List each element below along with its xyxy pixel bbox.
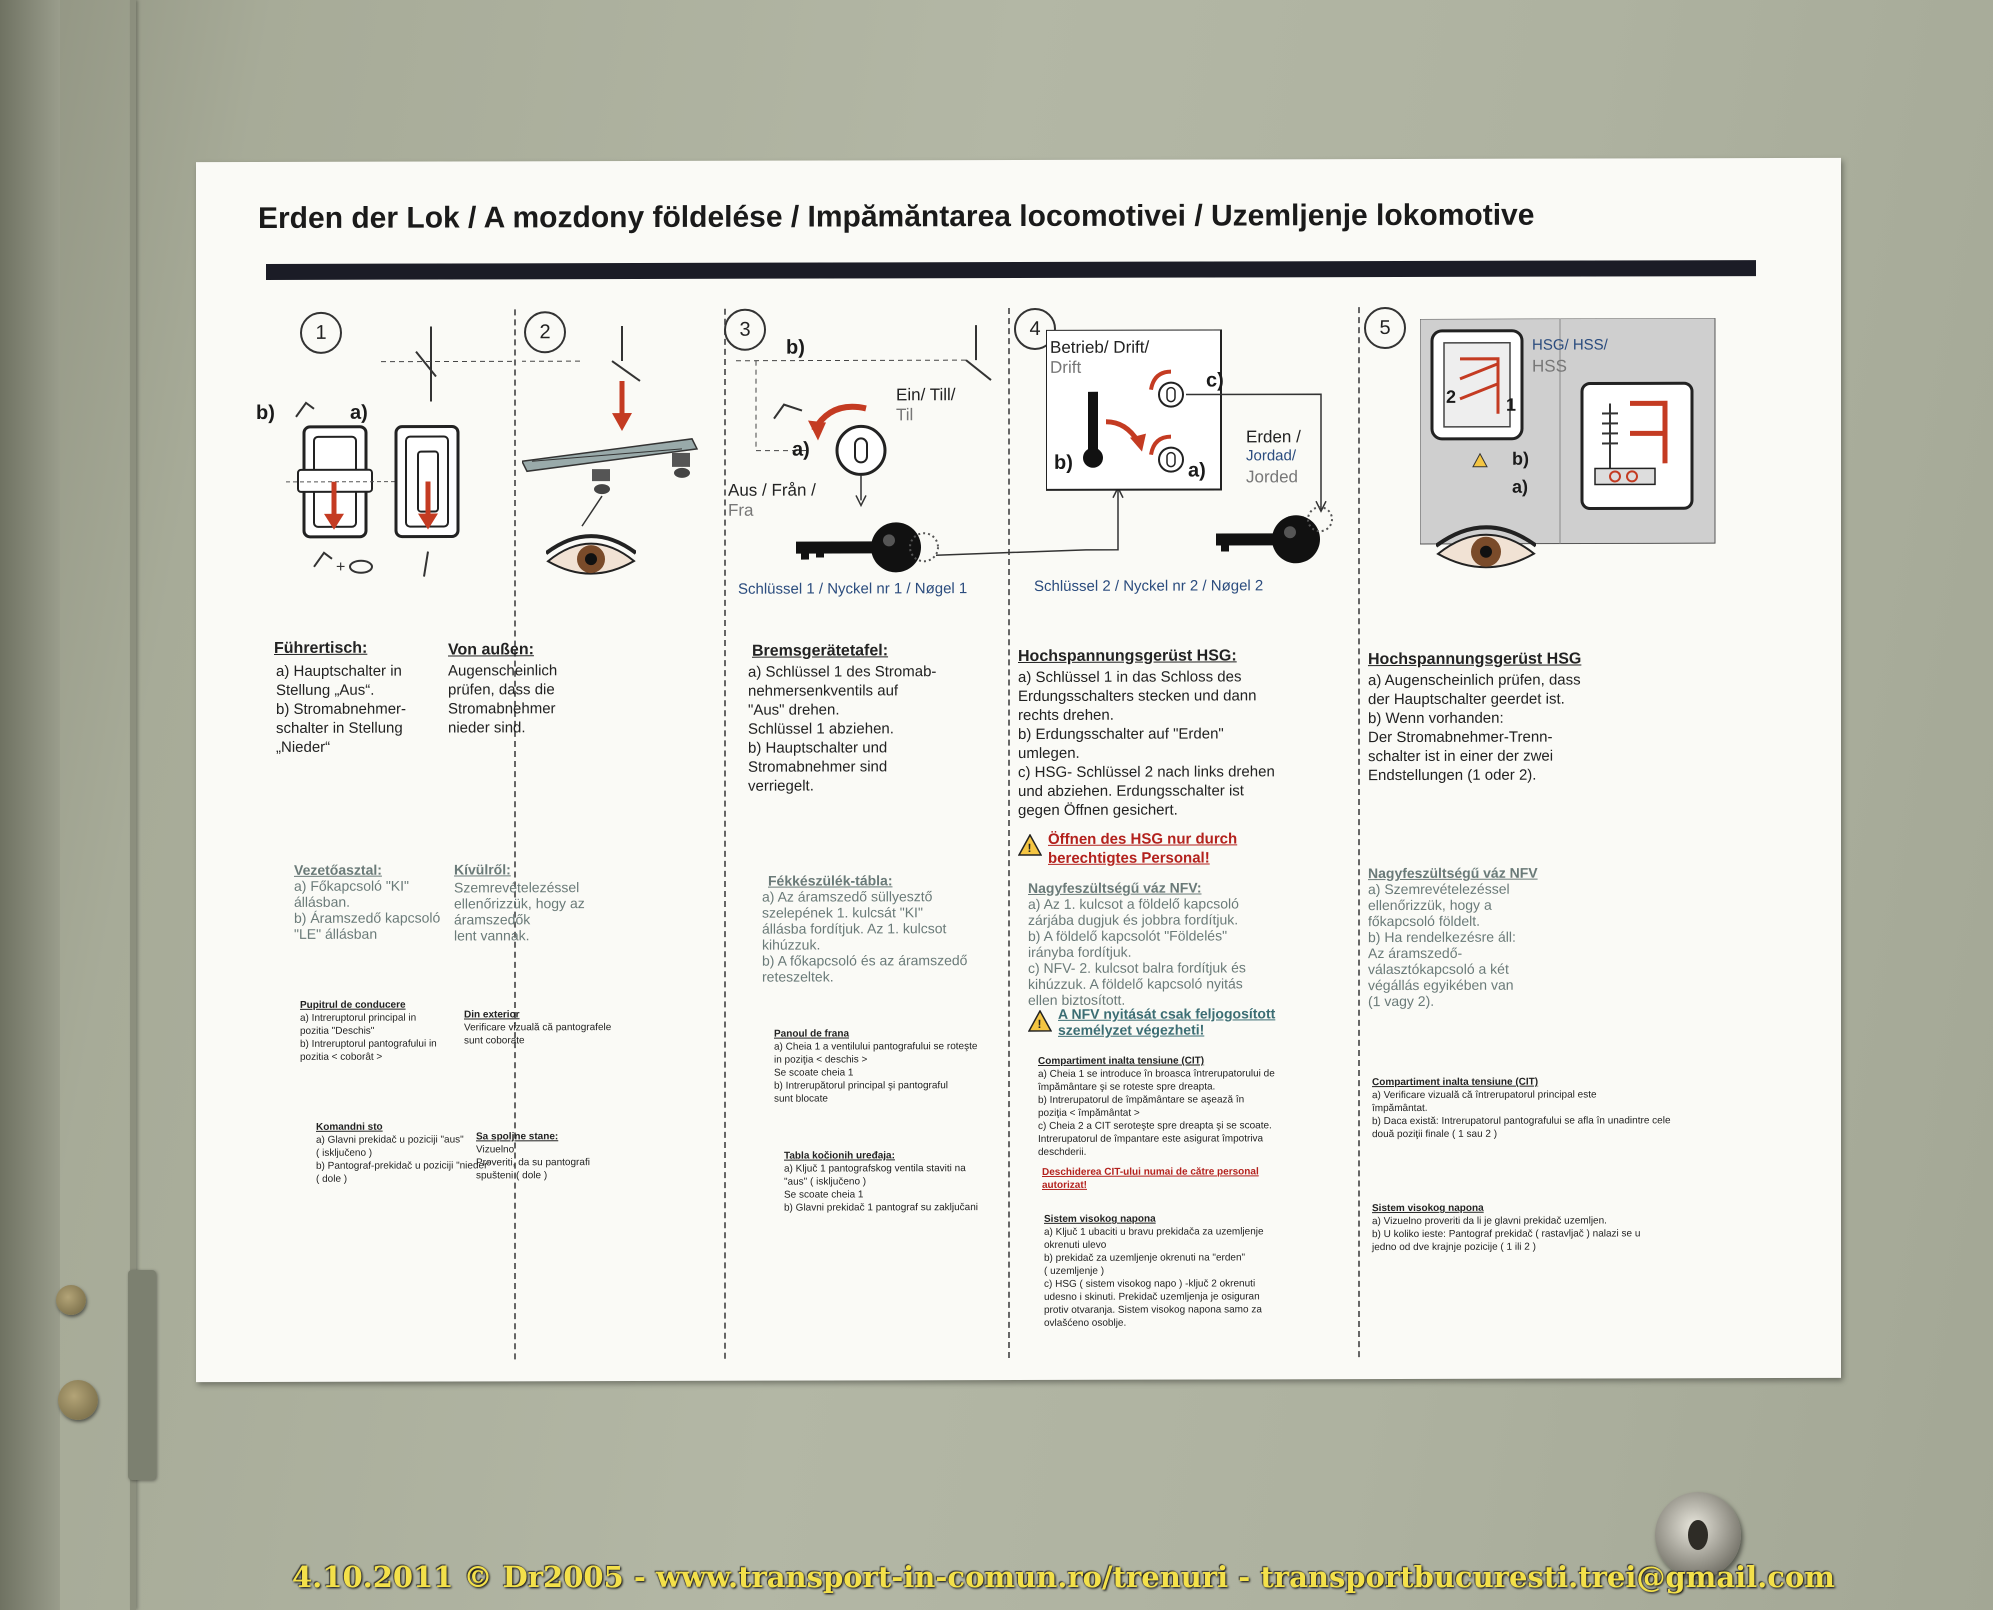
switch-off-label: Aus / Från / (728, 480, 816, 500)
col3-serbian-text: a) Ključ 1 pantografskog ventila staviti… (784, 1163, 978, 1214)
col1-german-text: a) Hauptschalter in Stellung „Aus“. b) S… (276, 662, 407, 756)
col2-hungarian-heading: Kívülről: (454, 861, 511, 878)
col2-romanian-heading: Din exterior (464, 1009, 520, 1021)
door-seam (130, 0, 136, 1610)
position-2-label: 2 (1446, 386, 1457, 407)
key-icon (796, 522, 939, 573)
label-a: a) (792, 438, 810, 461)
col3-hungarian-text: a) Az áramszedő süllyesztő szelepének 1.… (762, 888, 968, 985)
switch-on-label: Ein/ Till/ (896, 385, 956, 405)
label-c: c) (1206, 369, 1224, 392)
col4-german-warning: Öffnen des HSG nur durch berechtigtes Pe… (1048, 830, 1238, 867)
col5-serbian-text: a) Vizuelno proveriti da li je glavni pr… (1372, 1215, 1641, 1254)
col5-german-heading: Hochspannungsgerüst HSG (1368, 650, 1582, 669)
switch-on-label-nordic: Til (896, 405, 914, 425)
operation-label: Betrieb/ Drift/ (1050, 337, 1150, 357)
svg-text:!: ! (1038, 1017, 1042, 1031)
label-a: a) (1188, 459, 1206, 482)
warning-icon: ! (1028, 1009, 1052, 1032)
key-2-label: Schlüssel 2 / Nyckel nr 2 / Nøgel 2 (1034, 577, 1264, 595)
col1-german-heading: Führertisch: (274, 639, 368, 657)
col3-serbian-heading: Tabla kočionih uređaja: (784, 1150, 895, 1162)
col3-hungarian-heading: Fékkészülék-tábla: (768, 872, 893, 889)
col2-serbian-heading: Sa spoljne stane: (476, 1131, 559, 1143)
hsg-compartment-diagram (1420, 318, 1716, 545)
col1-romanian-text: a) Intreruptorul principal in pozitia "D… (300, 1012, 437, 1063)
door-frame (0, 0, 60, 1610)
eye-icon (1436, 525, 1536, 569)
operation-label-nordic: Drift (1050, 357, 1082, 377)
door-hinge (128, 1270, 156, 1480)
column-divider (724, 308, 726, 1359)
col2-serbian-text: Vizuelno Proveriti, da su pantografi spu… (476, 1144, 590, 1182)
grounding-instruction-sign: Erden der Lok / A mozdony földelése / Im… (196, 157, 1841, 1383)
col4-german-heading: Hochspannungsgerüst HSG: (1018, 647, 1237, 666)
position-1-label: 1 (1506, 394, 1517, 415)
label-b: b) (1054, 451, 1073, 474)
label-a: a) (1512, 476, 1529, 497)
driver-desk-switch-diagram: + (286, 326, 516, 577)
col3-german-text: a) Schlüssel 1 des Stromab- nehmersenkve… (748, 663, 937, 795)
col3-romanian-text: a) Cheia 1 a ventilului pantografului se… (774, 1041, 978, 1105)
col1-hungarian-heading: Vezetőasztal: (294, 861, 382, 878)
sign-title: Erden der Lok / A mozdony földelése / Im… (258, 198, 1535, 235)
switch-off-label-nordic: Fra (728, 500, 754, 520)
svg-text:!: ! (1028, 841, 1032, 855)
brake-panel-key-diagram (736, 325, 992, 508)
ground-label: Erden / (1246, 427, 1301, 447)
ground-label-danish: Jorded (1246, 467, 1298, 487)
screw-icon (56, 1285, 86, 1315)
label-b: b) (1512, 448, 1529, 469)
col4-romanian-warning: Deschiderea CIT-ului numai de către pers… (1042, 1166, 1259, 1191)
key-1-label: Schlüssel 1 / Nyckel nr 1 / Nøgel 1 (738, 580, 968, 598)
screw-icon (58, 1380, 98, 1420)
col2-german-text: Augenscheinlich prüfen, dass die Stromab… (448, 662, 558, 737)
col4-hungarian-heading: Nagyfeszültségű váz NFV: (1028, 879, 1202, 896)
col3-romanian-heading: Panoul de frana (774, 1028, 850, 1040)
col1-serbian-text: a) Glavni prekidač u poziciji "aus" ( is… (316, 1134, 491, 1185)
col4-romanian-heading: Compartiment inalta tensiune (CIT) (1038, 1055, 1205, 1067)
title-bar (266, 260, 1756, 280)
col5-german-text: a) Augenscheinlich prüfen, dass der Haup… (1368, 671, 1581, 785)
col4-hungarian-warning: A NFV nyitását csak feljogosított személ… (1058, 1005, 1276, 1038)
hsg-label: HSG/ HSS/ (1532, 336, 1608, 354)
col2-hungarian-text: Szemrevételezéssel ellenőrizzük, hogy az… (454, 879, 585, 944)
label-b: b) (786, 336, 805, 359)
col5-hungarian-text: a) Szemrevételezéssel ellenőrizzük, hogy… (1368, 880, 1516, 1010)
col4-serbian-heading: Sistem visokog napona (1044, 1213, 1156, 1225)
col4-romanian-text: a) Cheia 1 se introduce în broasca între… (1038, 1068, 1275, 1158)
ground-label-swedish: Jordad/ (1246, 447, 1297, 465)
key-icon (1216, 506, 1333, 564)
svg-text:+: + (336, 559, 345, 576)
col5-romanian-text: a) Verificare vizuală că întrerupatorul … (1372, 1089, 1671, 1141)
col1-serbian-heading: Komandni sto (316, 1121, 383, 1133)
label-a: a) (350, 401, 368, 424)
col5-hungarian-heading: Nagyfeszültségű váz NFV (1368, 864, 1538, 882)
label-b: b) (256, 401, 275, 424)
col5-romanian-heading: Compartiment inalta tensiune (CIT) (1372, 1076, 1539, 1089)
hss-label-danish: HSS (1532, 356, 1567, 376)
col4-hungarian-text: a) Az 1. kulcsot a földelő kapcsoló zárj… (1028, 895, 1246, 1008)
col3-german-heading: Bremsgerätetafel: (752, 642, 889, 660)
col4-german-text: a) Schlüssel 1 in das Schloss des Erdung… (1018, 668, 1275, 820)
eye-icon (546, 534, 636, 575)
col4-serbian-text: a) Ključ 1 ubaciti u bravu prekidača za … (1044, 1226, 1264, 1329)
hsg-grounding-switch-diagram (1046, 328, 1327, 513)
col1-hungarian-text: a) Főkapcsoló "KI" állásban. b) Áramszed… (294, 877, 441, 942)
col2-romanian-text: Verificare vizuală că pantografele sunt … (464, 1022, 612, 1047)
warning-icon: ! (1018, 833, 1042, 856)
photo-credit-watermark: 4.10.2011 © Dr2005 - www.transport-in-co… (292, 1560, 1835, 1594)
col2-german-heading: Von außen: (448, 641, 534, 659)
col5-serbian-heading: Sistem visokog napona (1372, 1202, 1484, 1215)
keyhole-icon (1688, 1520, 1708, 1550)
col1-romanian-heading: Pupitrul de conducere (300, 999, 406, 1011)
pantograph-lowered-diagram (522, 326, 699, 527)
